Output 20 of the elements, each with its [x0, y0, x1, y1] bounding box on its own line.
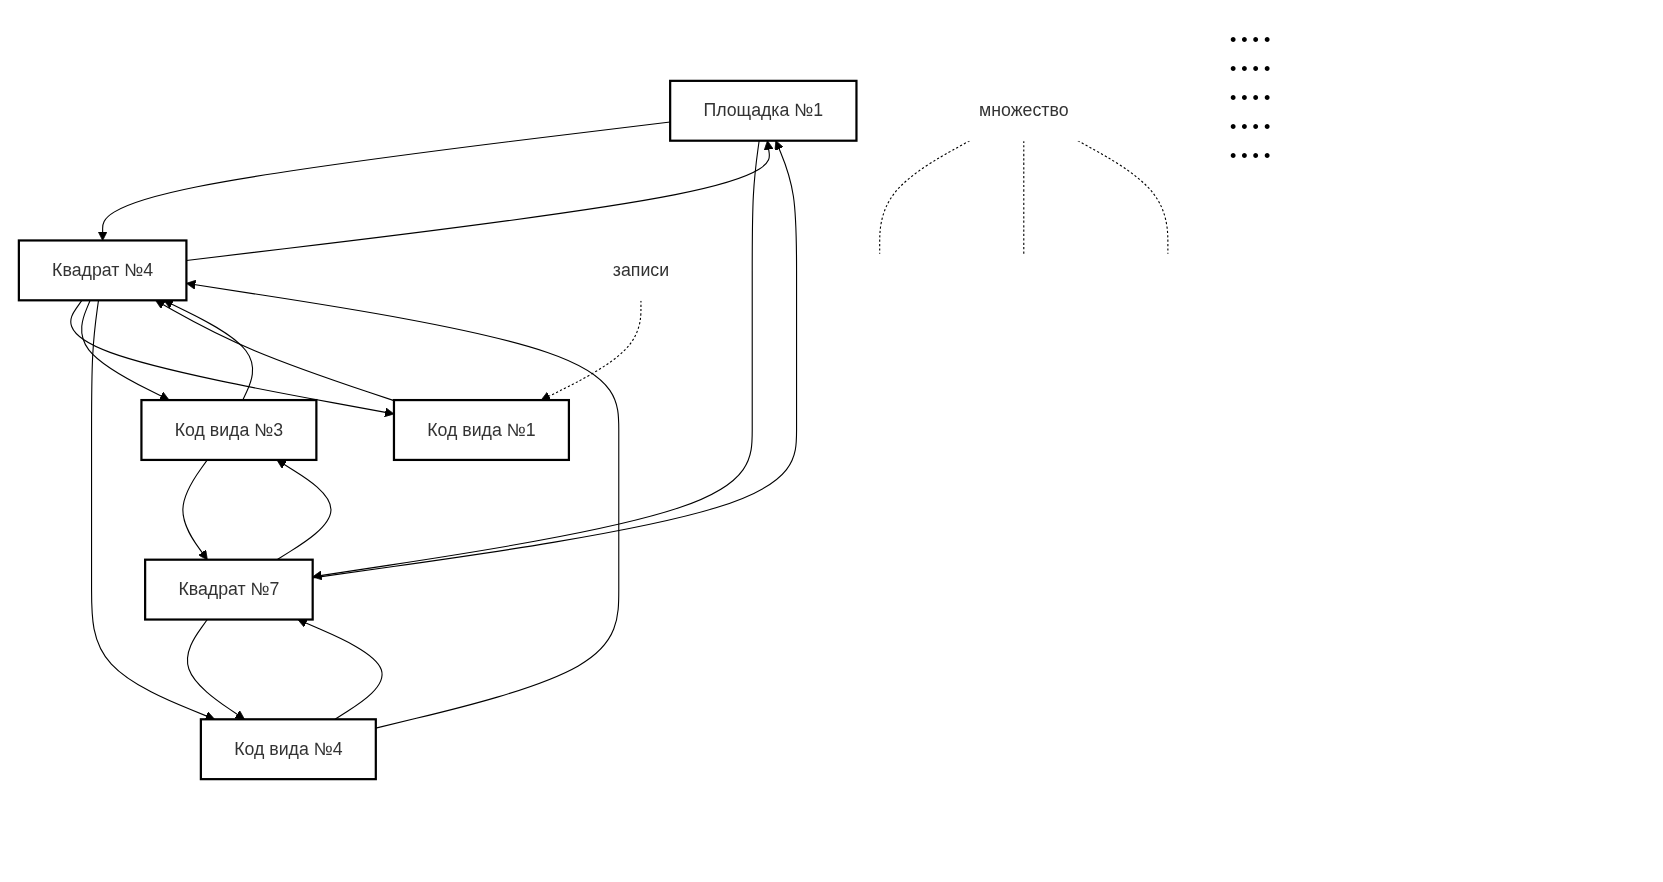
node-box: Квадрат №7	[144, 558, 314, 621]
connector	[1023, 140, 1025, 255]
arrow	[540, 299, 642, 401]
ellipsis-dots: • • • •	[1230, 146, 1271, 167]
ellipsis-dots: • • • •	[1230, 88, 1271, 109]
arrow	[186, 619, 245, 720]
ellipsis-dots: • • • •	[1230, 117, 1271, 138]
node-box: Квадрат №4	[17, 239, 188, 302]
node-box: Код вида №1	[392, 398, 570, 462]
node-text: множество	[979, 100, 1069, 120]
arrow	[185, 279, 620, 729]
ellipsis-dots: • • • •	[1230, 59, 1271, 80]
node-box: Площадка №1	[669, 79, 858, 142]
connector	[1077, 140, 1169, 255]
node-box: Код вида №4	[199, 718, 377, 781]
node-box: Код вида №3	[140, 398, 318, 462]
ellipsis-dots: • • • •	[1230, 30, 1271, 51]
connector	[879, 140, 971, 255]
arrow	[97, 121, 671, 241]
node-text: записи	[612, 260, 670, 280]
